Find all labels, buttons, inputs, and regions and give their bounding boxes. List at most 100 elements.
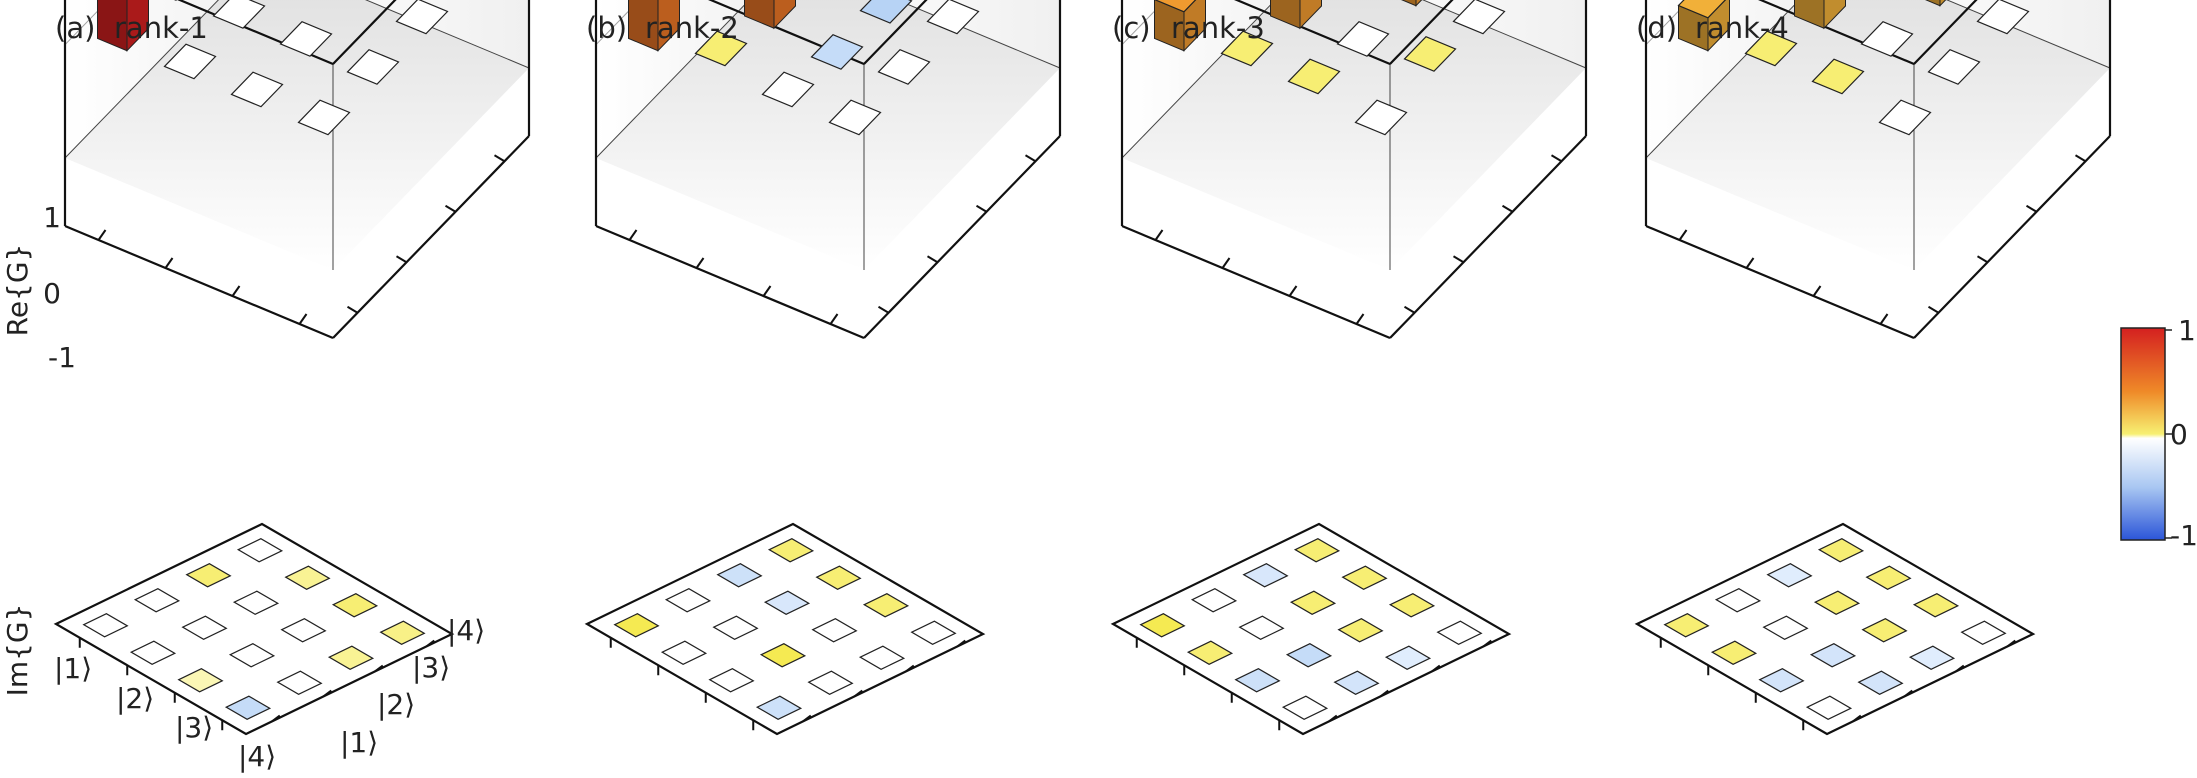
imag-cell-2-1 — [1242, 563, 1289, 588]
imag-cell-2-3 — [811, 618, 858, 643]
row-label-3: |3⟩ — [175, 711, 213, 744]
imag-cell-4-1 — [1139, 613, 1186, 638]
imag-cell-2-3 — [1337, 618, 1384, 643]
bar-3-1 — [1287, 58, 1341, 95]
imag-cell-3-2 — [1762, 615, 1809, 640]
imag-cell-4-2 — [660, 640, 708, 665]
bar-4-3 — [395, 0, 449, 35]
panel-1: (a)rank-1 — [53, 0, 531, 736]
bar-1-1-side-b — [126, 0, 149, 52]
tick-x-1 — [1355, 313, 1365, 325]
imag-cell-4-4 — [1805, 695, 1853, 720]
imag-cell-2-2 — [763, 590, 811, 615]
z-tick-0: 0 — [43, 277, 61, 310]
imag-cell-3-4 — [1333, 670, 1380, 695]
tick-x-2 — [1288, 285, 1298, 297]
tick-x-3 — [1745, 257, 1755, 269]
tick-y-1 — [346, 305, 359, 314]
imag-cell-4-1 — [1663, 613, 1710, 638]
tick-y-3 — [444, 204, 457, 213]
panel-label: (d) — [1636, 11, 1677, 45]
bar-1-1 — [1677, 0, 1727, 19]
bar-3-2 — [1860, 20, 1914, 57]
panel-2: (b)rank-2 — [584, 0, 1062, 736]
bar-4-2 — [877, 48, 931, 85]
bar-3-3-side-b — [1939, 0, 1947, 7]
edge-bottom-left — [64, 224, 334, 340]
bar-2-2-side-a — [744, 0, 775, 29]
imag-cell-2-4 — [858, 645, 906, 670]
tick-y-1 — [877, 305, 890, 314]
imag-cell-1-3 — [1912, 593, 1960, 618]
imag-cell-4-3 — [1234, 668, 1281, 693]
edge-bottom-right — [863, 135, 1061, 339]
bar-2-2 — [212, 0, 266, 29]
imag-plane — [53, 522, 455, 736]
tick-y-2 — [1976, 255, 1989, 264]
col-label-1: |1⟩ — [340, 726, 378, 759]
bar-1-1-side-a — [97, 0, 128, 52]
edge-back-floor-left — [1645, 0, 1801, 159]
bar-4-3 — [926, 0, 980, 35]
edge-back-floor-left — [595, 0, 751, 159]
bar-2-1 — [1220, 30, 1274, 67]
edge-back-floor-left — [64, 0, 220, 159]
imag-cell-2-4 — [327, 645, 375, 670]
edge-back-floor-right — [1421, 0, 1587, 69]
bar-4-3 — [1976, 0, 2030, 35]
edge-bottom-right — [1389, 135, 1587, 339]
imag-tick-y-4 — [802, 714, 812, 723]
imag-cell-4-3 — [177, 668, 224, 693]
bar-4-1 — [297, 99, 351, 136]
imag-cell-1-3 — [331, 593, 379, 618]
panels-layer: (a)rank-1(b)rank-2(c)rank-3(d)rank-4 — [53, 0, 2112, 736]
row-label-1: |1⟩ — [54, 652, 92, 685]
tick-y-4 — [1024, 154, 1037, 163]
bar-2-1 — [163, 43, 217, 80]
imag-cell-1-4 — [379, 620, 426, 645]
tick-x-4 — [628, 229, 638, 241]
floor-plane — [1122, 0, 1586, 270]
imag-cell-3-4 — [807, 670, 854, 695]
imag-cell-1-4 — [910, 620, 957, 645]
bar-2-1 — [694, 30, 748, 67]
imag-cell-3-3 — [759, 643, 807, 668]
imag-cell-3-2 — [1238, 615, 1285, 640]
edge-back-floor-right — [364, 0, 530, 69]
im-axis-title: Im{G} — [1, 604, 34, 697]
tick-x-3 — [695, 257, 705, 269]
tick-x-4 — [97, 229, 107, 241]
colorbar: 1 0 -1 — [2120, 314, 2197, 552]
colorbar-gradient — [2120, 327, 2166, 541]
bar-3-1 — [761, 71, 815, 108]
imag-cell-1-2 — [284, 565, 331, 590]
colorbar-label-minus1: -1 — [2170, 519, 2197, 552]
imag-tick-y-2 — [374, 664, 384, 673]
edge-back-floor-right — [895, 0, 1061, 69]
imag-cell-2-2 — [1813, 590, 1861, 615]
edge-bottom-right — [1913, 135, 2111, 339]
bar-3-2 — [1336, 20, 1390, 57]
imag-cell-1-4 — [1436, 620, 1483, 645]
imag-cell-4-2 — [1186, 640, 1234, 665]
imag-cell-1-1 — [1817, 538, 1865, 563]
re-axis-title: Re{G} — [1, 244, 34, 337]
imag-plane — [1110, 522, 1512, 736]
imag-cell-1-2 — [1341, 565, 1388, 590]
panel-title: rank-1 — [114, 11, 208, 45]
imag-plane — [584, 522, 986, 736]
imag-cell-1-1 — [236, 538, 284, 563]
bar-2-2-side-a — [1794, 0, 1825, 29]
imag-cell-2-3 — [280, 618, 327, 643]
tick-y-2 — [395, 255, 408, 264]
panel-label: (b) — [586, 11, 627, 45]
col-label-4: |4⟩ — [447, 614, 485, 647]
imag-cell-3-1 — [664, 588, 712, 613]
imag-cell-2-1 — [1766, 563, 1813, 588]
edge-bottom-left — [1645, 224, 1915, 340]
edge-back-floor-left — [1121, 0, 1277, 159]
imag-cell-3-1 — [1190, 588, 1238, 613]
imag-cell-4-4 — [1281, 695, 1329, 720]
tick-x-2 — [1812, 285, 1822, 297]
